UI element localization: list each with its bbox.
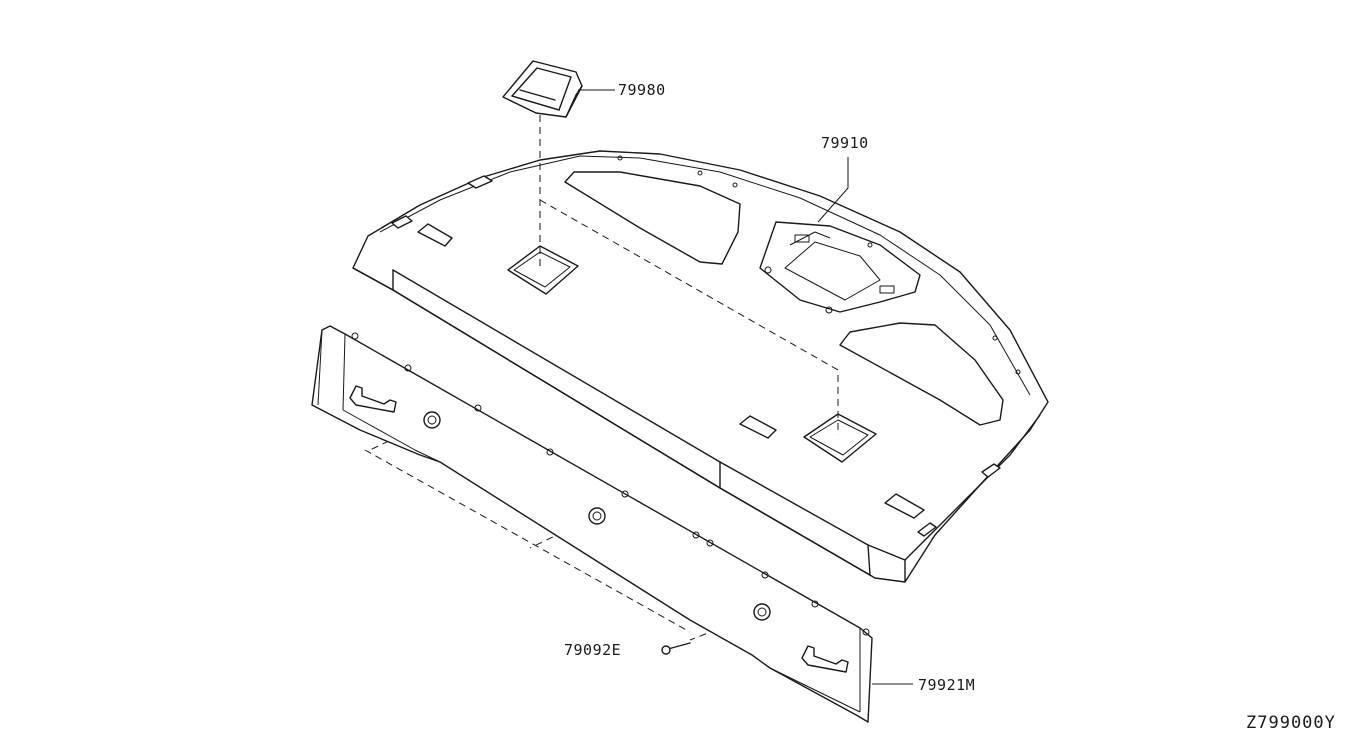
back-panel-finisher-part: [311, 325, 873, 723]
leader-79910: [817, 157, 849, 223]
cover-clip-part: [502, 60, 583, 118]
label-79910: 79910: [821, 134, 869, 152]
diagram-code: Z799000Y: [1246, 713, 1336, 733]
label-79980: 79980: [618, 81, 666, 99]
label-79092e: 79092E: [564, 641, 621, 659]
rear-parcel-shelf-part: [352, 150, 1049, 583]
clip-part: [661, 642, 691, 655]
label-79921m: 79921M: [918, 676, 975, 694]
